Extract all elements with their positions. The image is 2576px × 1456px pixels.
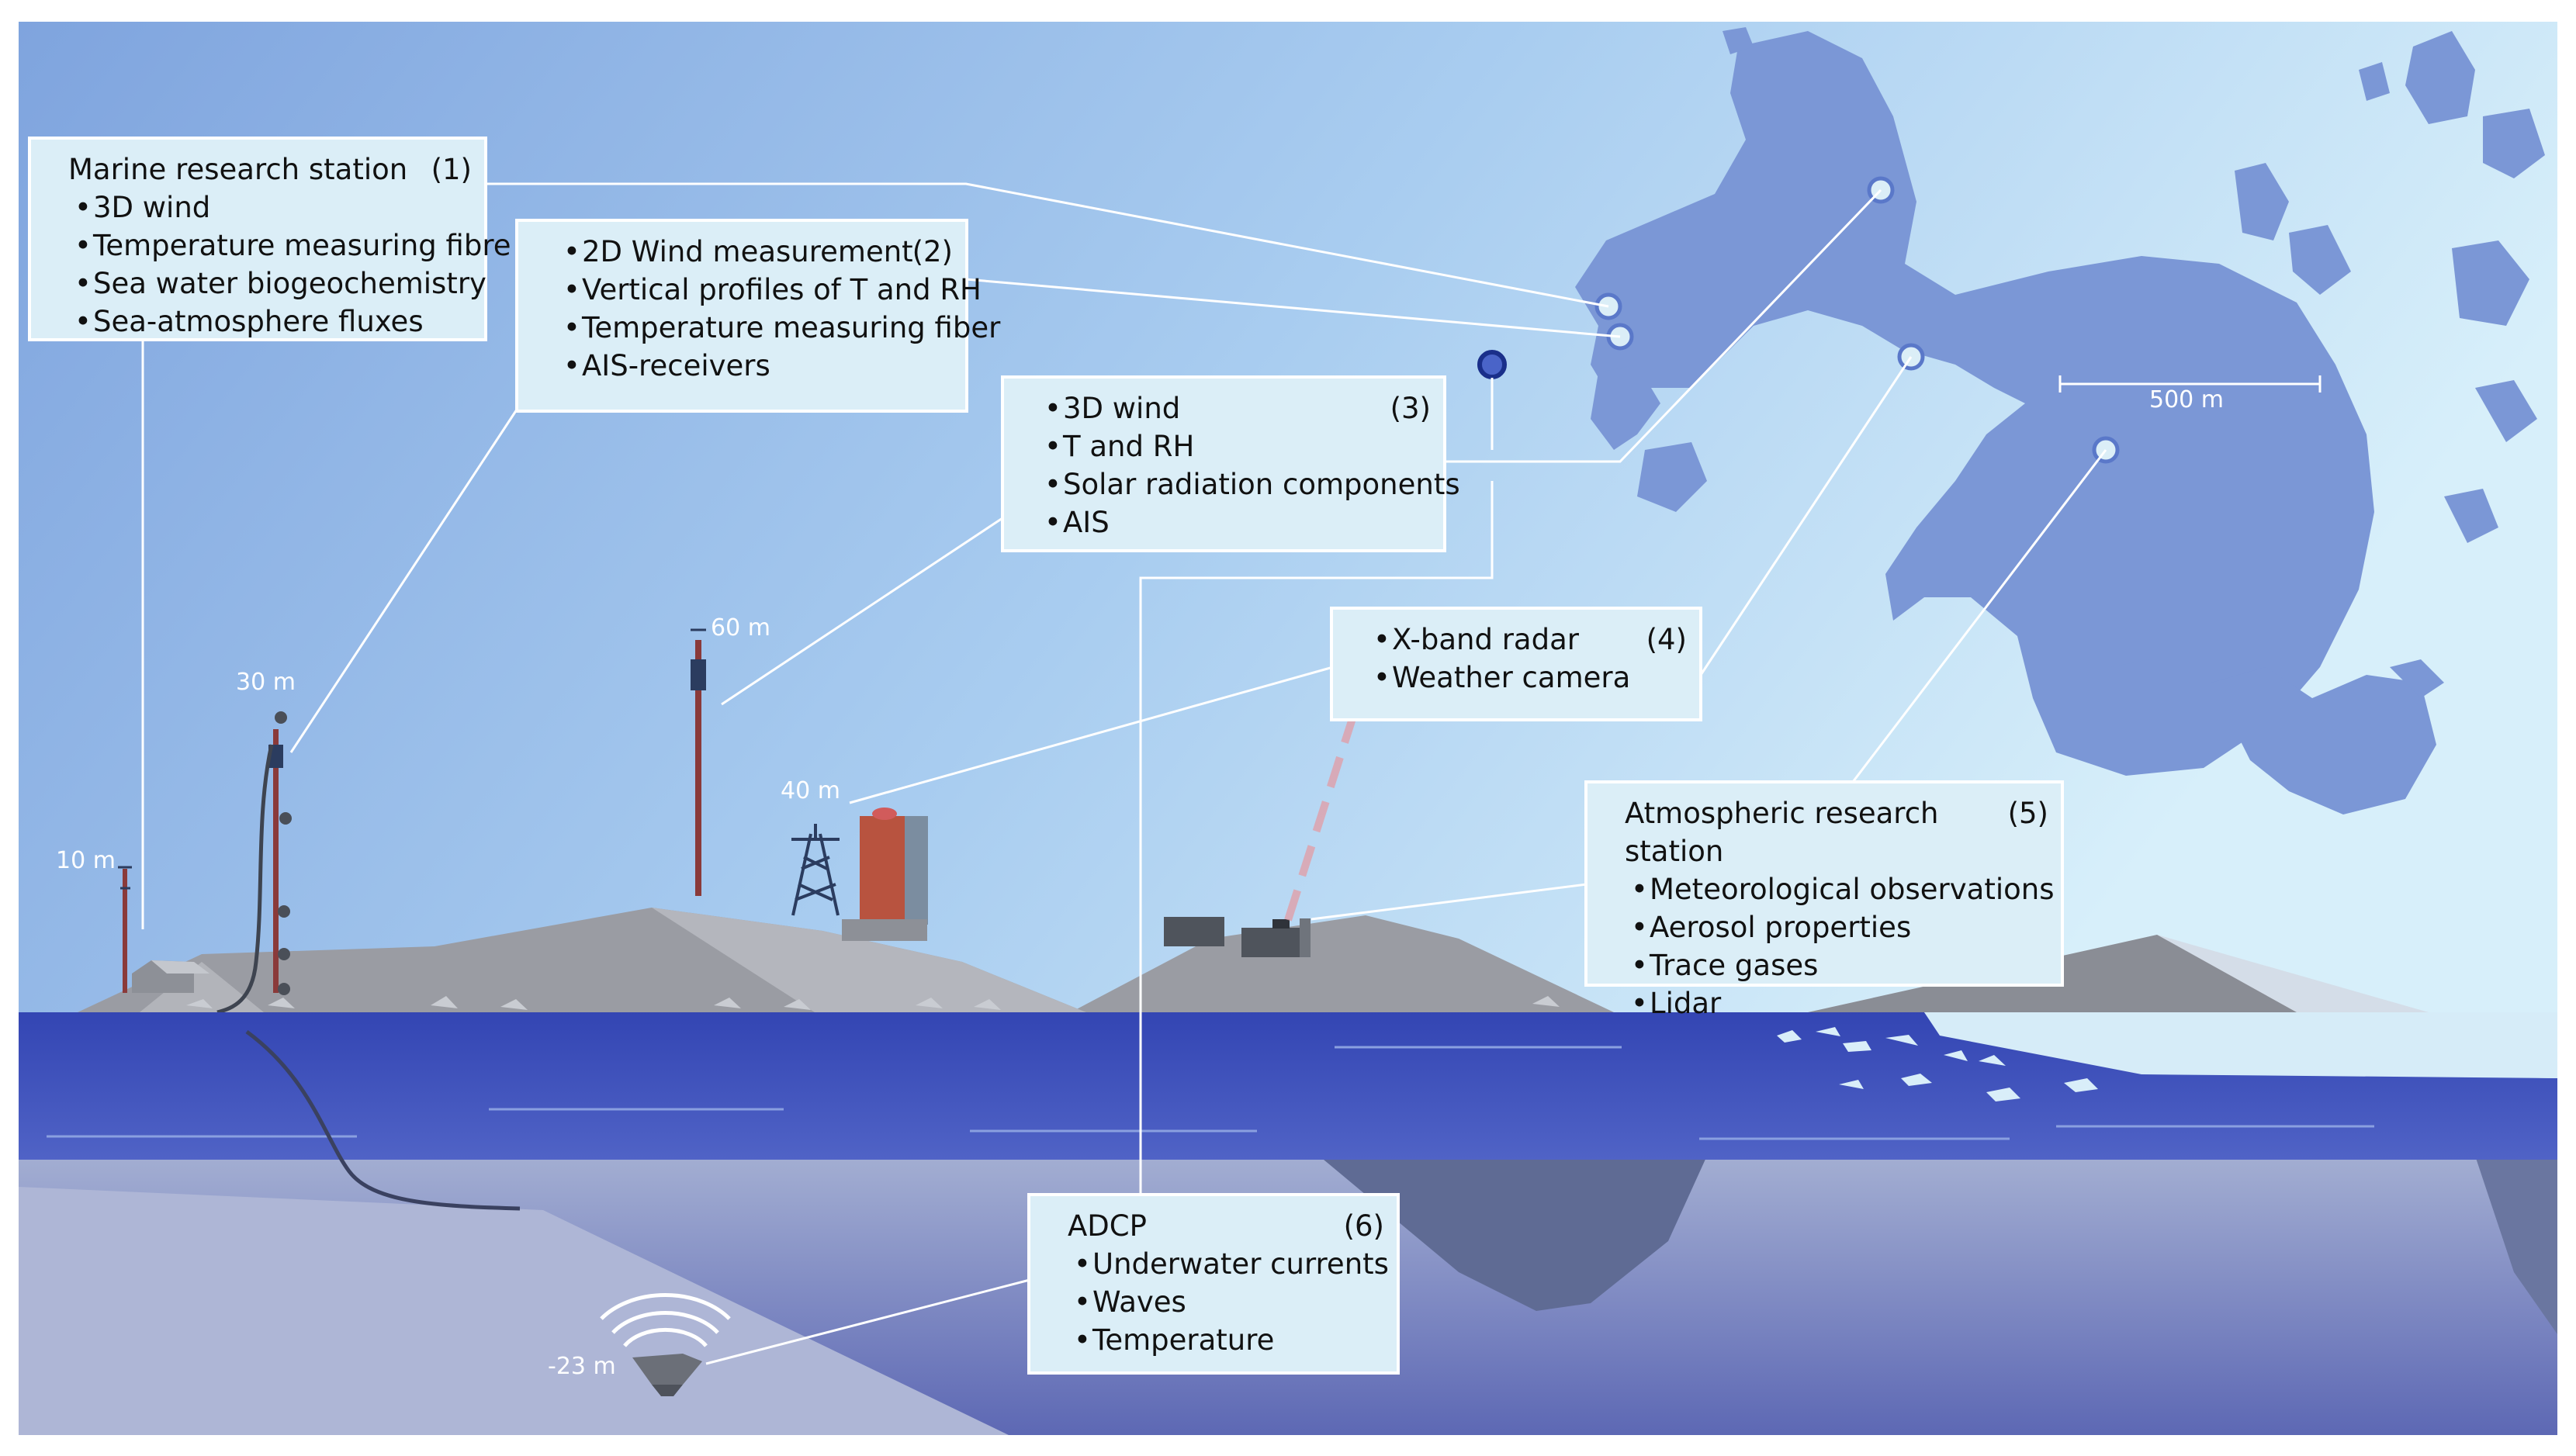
callout-lines: [141, 182, 2107, 1365]
scale-bar-label: 500 m: [2149, 386, 2225, 413]
list-item: 3D wind: [68, 188, 469, 227]
list-item: 3D wind: [1038, 389, 1428, 427]
list-item: X-band radar: [1367, 621, 1684, 659]
underwater-rock-right: [2475, 1156, 2557, 1334]
list-item: Sea-atmosphere fluxes: [68, 303, 469, 341]
list-item: AIS-receivers: [557, 347, 950, 385]
lidar-beam: [1284, 712, 1358, 922]
mast-2d-wind-box: (2) 2D Wind measurement Vertical profile…: [515, 219, 1000, 413]
height-label-30m: 30 m: [236, 669, 296, 696]
mast-3d-wind-box: (3) 3D wind T and RH Solar radiation com…: [1001, 375, 1460, 552]
list-item: Temperature measuring fiber: [557, 309, 1000, 347]
seabed-left: [19, 1187, 1009, 1435]
adcp-box: ADCP (6) Underwater currents Waves Tempe…: [1027, 1193, 1400, 1375]
archipelago-map: [1575, 27, 2545, 814]
list-item: T and RH: [1038, 427, 1428, 465]
box-title: ADCP: [1068, 1209, 1147, 1243]
buildings: [132, 808, 1311, 993]
box-number: (5): [2007, 797, 2048, 830]
underwater-cable: [245, 1029, 521, 1211]
radar-tower: [791, 824, 840, 916]
list-item: Temperature: [1068, 1321, 1381, 1359]
sea-surface: [19, 1012, 2557, 1160]
list-item: Lidar: [1625, 984, 2045, 1022]
list-item: Waves: [1068, 1283, 1381, 1321]
list-item: Meteorological observations: [1625, 870, 2054, 908]
signal-arc-1: [623, 1327, 708, 1347]
radar-box: (4) X-band radar Weather camera: [1330, 607, 1702, 721]
list-item: Vertical profiles of T and RH: [557, 271, 982, 309]
list-item: 2D Wind measurement: [557, 233, 950, 271]
mast-30-instruments: [275, 711, 292, 995]
wave-lines: [47, 1046, 2374, 1140]
list-item: Underwater currents: [1068, 1245, 1389, 1283]
depth-label: -23 m: [548, 1353, 616, 1380]
list-item: Sea water biogeochemistry: [68, 265, 486, 303]
list-item: Solar radiation components: [1038, 465, 1460, 503]
ice-sheet: [1924, 1012, 2557, 1078]
box-title: Marine research station: [68, 153, 408, 186]
adcp-sensor: [600, 1293, 731, 1396]
atmospheric-station-box: Atmospheric research station (5) Meteoro…: [1584, 780, 2064, 1022]
list-item: Temperature measuring fibre: [68, 227, 511, 265]
list-item: Trace gases: [1625, 946, 2045, 984]
list-item: Weather camera: [1367, 659, 1684, 697]
signal-arc-3: [600, 1293, 731, 1320]
shore-rocks: [186, 996, 1560, 1010]
ice-floes: [1777, 1027, 2098, 1102]
marine-station-box: Marine research station (1) 3D wind Temp…: [28, 137, 511, 341]
list-item: AIS: [1038, 503, 1428, 541]
height-label-10m: 10 m: [56, 847, 116, 874]
signal-arc-2: [611, 1311, 719, 1334]
fibre-cable: [216, 744, 274, 1015]
box-number: (6): [1343, 1209, 1384, 1243]
height-label-60m: 60 m: [711, 614, 770, 642]
height-label-40m: 40 m: [781, 777, 840, 804]
list-item: Aerosol properties: [1625, 908, 2045, 946]
legend-dot: [1477, 350, 1507, 379]
box-title: Atmospheric research station: [1625, 797, 1939, 868]
underwater-rock: [1319, 1156, 1707, 1311]
box-number: (1): [431, 153, 472, 186]
scale-bar: [2058, 375, 2322, 393]
